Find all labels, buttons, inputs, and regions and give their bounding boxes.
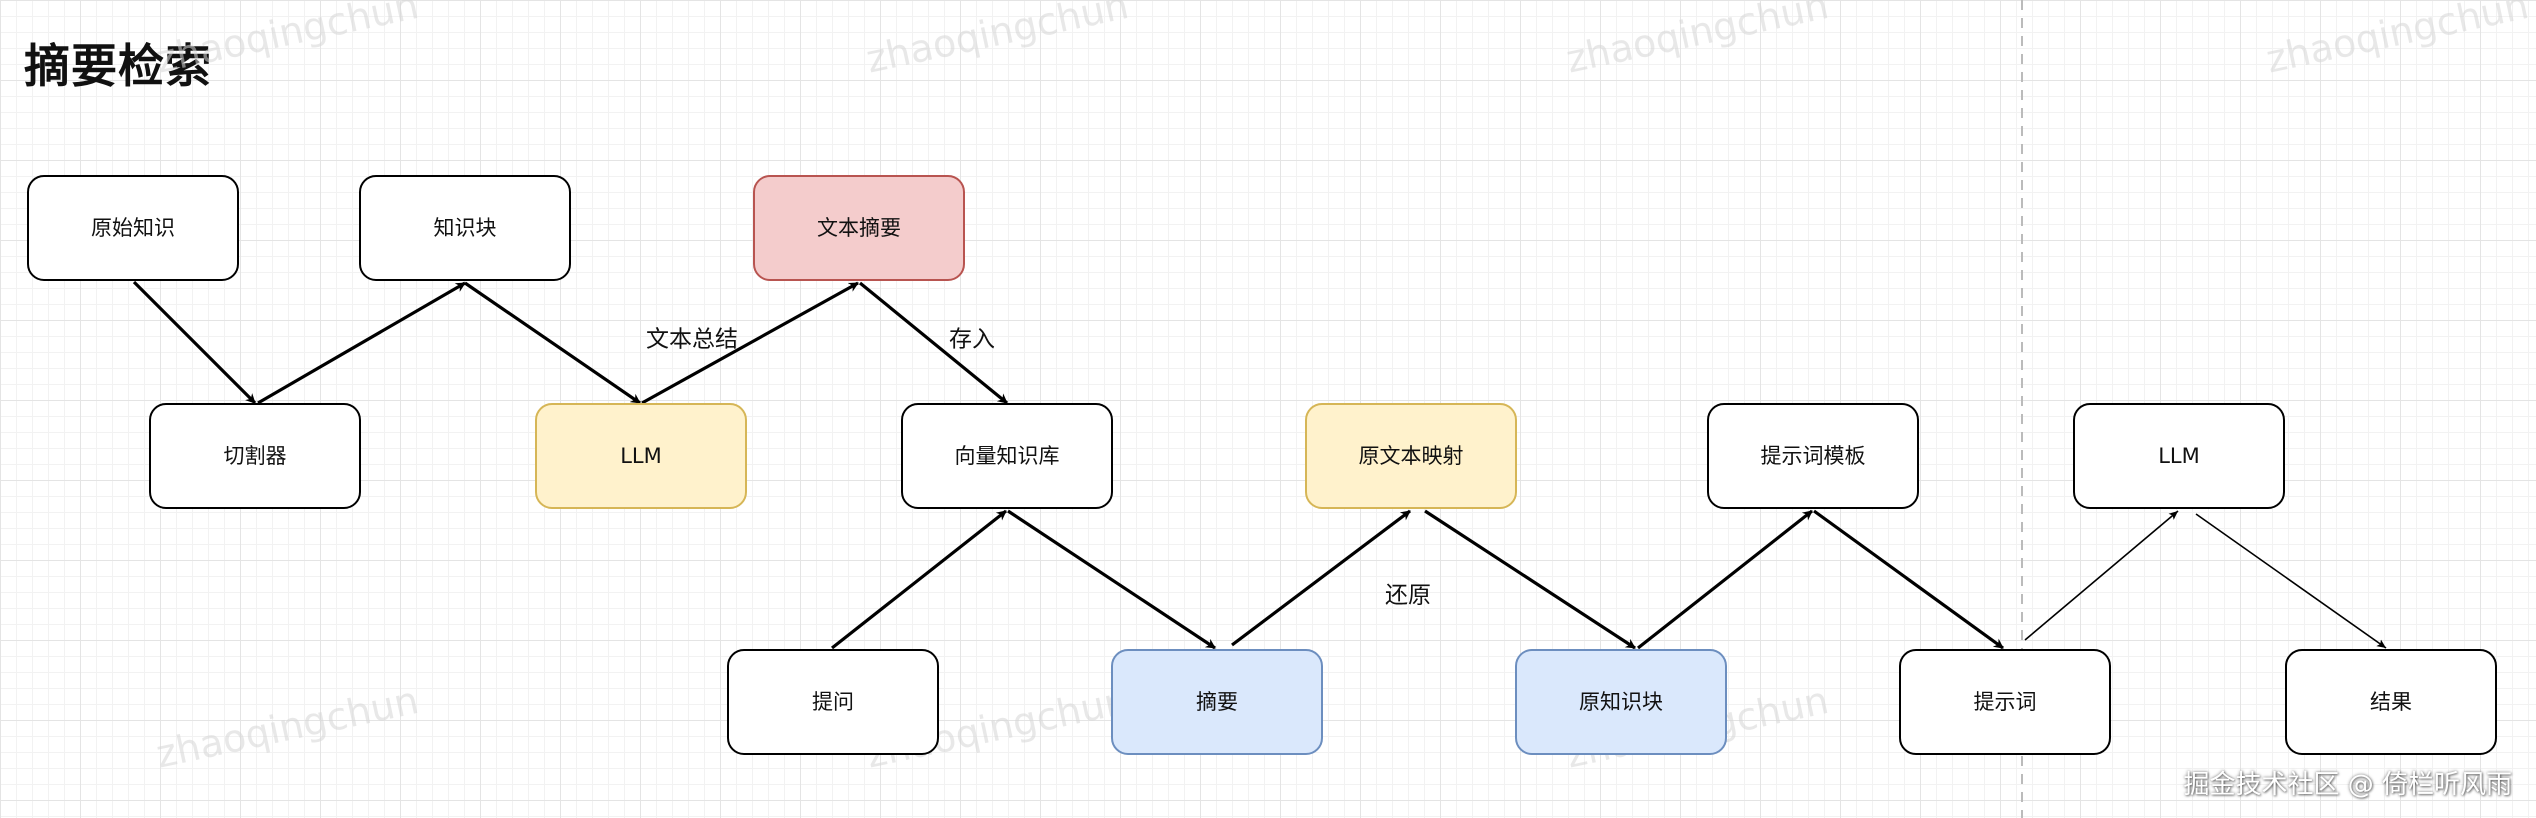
watermark-text: zhaoqingchun — [152, 0, 422, 82]
node-n6: 向量知识库 — [901, 403, 1113, 509]
node-label: 知识块 — [434, 216, 497, 240]
node-box — [359, 175, 571, 281]
node-n4: 切割器 — [149, 403, 361, 509]
node-n11: 摘要 — [1111, 649, 1323, 755]
node-box — [149, 403, 361, 509]
node-box — [2285, 649, 2497, 755]
node-n2: 知识块 — [359, 175, 571, 281]
node-label: 原文本映射 — [1359, 444, 1464, 468]
node-n10: 提问 — [727, 649, 939, 755]
node-label: 文本摘要 — [817, 216, 901, 240]
edge-arrow-n1-n4 — [132, 280, 257, 405]
node-box — [753, 175, 965, 281]
node-label: 结果 — [2370, 690, 2412, 714]
edge-arrow-n6-n11 — [1007, 509, 1216, 650]
edge-arrow-n8-n13 — [1813, 509, 2004, 650]
edge-arrow-n4-n2 — [257, 281, 466, 405]
watermark-text: zhaoqingchun — [2262, 0, 2532, 82]
edge-arrow-n13-n9 — [2024, 510, 2179, 641]
edge-arrow-n10-n6 — [831, 509, 1007, 650]
node-label: 原知识块 — [1579, 690, 1663, 714]
edge-arrow-n5-n3 — [641, 281, 859, 405]
edge-arrow-n12-n8 — [1637, 509, 1813, 650]
node-n7: 原文本映射 — [1305, 403, 1517, 509]
watermark-text: zhaoqingchun — [1562, 0, 1832, 82]
node-n8: 提示词模板 — [1707, 403, 1919, 509]
node-label: 摘要 — [1196, 690, 1238, 714]
edge-label: 还原 — [1385, 583, 1431, 609]
node-box — [1305, 403, 1517, 509]
node-n5: LLM — [535, 403, 747, 509]
node-label: 切割器 — [224, 444, 287, 468]
node-label: 提示词模板 — [1761, 444, 1866, 468]
edge-arrow-n11-n7 — [1231, 509, 1411, 647]
node-n13: 提示词 — [1899, 649, 2111, 755]
node-box — [535, 403, 747, 509]
watermark-text: zhaoqingchun — [152, 678, 422, 776]
node-box — [1899, 649, 2111, 755]
node-box — [1515, 649, 1727, 755]
node-n1: 原始知识 — [27, 175, 239, 281]
edge-label: 存入 — [949, 327, 995, 353]
page-title: 摘要检索 — [24, 39, 212, 93]
node-n14: 结果 — [2285, 649, 2497, 755]
edge-label: 文本总结 — [646, 327, 738, 353]
credit-text: 掘金技术社区 @ 倚栏听风雨 — [2183, 770, 2512, 800]
edge-arrow-n2-n5 — [464, 281, 641, 405]
node-box — [901, 403, 1113, 509]
node-label: 提问 — [812, 690, 854, 714]
node-label: LLM — [620, 444, 662, 468]
watermark-text: zhaoqingchun — [862, 0, 1132, 82]
node-label: 提示词 — [1974, 690, 2037, 714]
node-n12: 原知识块 — [1515, 649, 1727, 755]
node-label: 向量知识库 — [955, 444, 1060, 468]
edge-arrow-n3-n6 — [858, 281, 1009, 405]
node-box — [1707, 403, 1919, 509]
node-n9: LLM — [2073, 403, 2285, 509]
node-box — [2073, 403, 2285, 509]
edge-arrow-n7-n12 — [1424, 509, 1636, 650]
node-label: 原始知识 — [91, 216, 175, 240]
edge-arrow-n9-n14 — [2195, 513, 2387, 649]
node-n3: 文本摘要 — [753, 175, 965, 281]
node-box — [1111, 649, 1323, 755]
node-box — [727, 649, 939, 755]
node-box — [27, 175, 239, 281]
node-label: LLM — [2158, 444, 2200, 468]
watermark-layer: zhaoqingchun zhaoqingchun zhaoqingchun zhao… — [152, 0, 2532, 777]
